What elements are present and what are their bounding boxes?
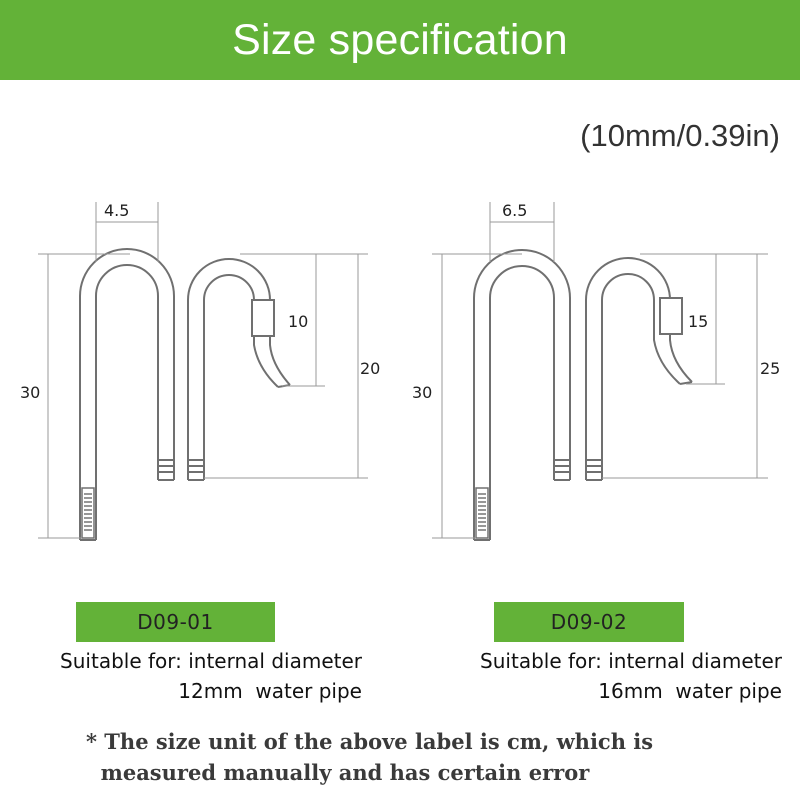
suitable-text-d09-01: Suitable for: internal diameter 12mm wat…: [6, 646, 362, 706]
page-title: Size specification: [232, 15, 568, 64]
model-badge-d09-02: D09-02: [494, 602, 684, 642]
suitable-line2-d09-01: 12mm water pipe: [178, 679, 362, 703]
footnote: * The size unit of the above label is cm…: [86, 726, 653, 788]
footnote-line1: * The size unit of the above label is cm…: [86, 729, 654, 754]
width-label-d09-02: 6.5: [502, 201, 527, 220]
dimension-lines-d09-02: [432, 202, 768, 539]
outflow-short-label-d09-02: 15: [688, 312, 708, 331]
suitable-text-d09-02: Suitable for: internal diameter 16mm wat…: [420, 646, 782, 706]
height-label-d09-01: 30: [20, 383, 40, 402]
dimension-lines-d09-01: [38, 202, 368, 539]
outflow-long-label-d09-02: 25: [760, 359, 780, 378]
scale-note: (10mm/0.39in): [580, 118, 780, 153]
height-label-d09-02: 30: [412, 383, 432, 402]
suitable-line1-d09-01: Suitable for: internal diameter: [60, 649, 362, 673]
model-badge-d09-01: D09-01: [76, 602, 275, 642]
header-banner: Size specification: [0, 0, 800, 80]
inflow-pipe-d09-01: [79, 248, 175, 541]
suitable-line2-d09-02: 16mm water pipe: [598, 679, 782, 703]
suitable-line1-d09-02: Suitable for: internal diameter: [480, 649, 782, 673]
outflow-short-label-d09-01: 10: [288, 312, 308, 331]
footnote-line2: measured manually and has certain error: [86, 760, 590, 785]
outflow-long-label-d09-01: 20: [360, 359, 380, 378]
outflow-pipe-d09-01: [187, 258, 291, 481]
outflow-pipe-d09-02: [585, 257, 693, 481]
width-label-d09-01: 4.5: [104, 201, 129, 220]
inflow-pipe-d09-02: [473, 249, 571, 541]
